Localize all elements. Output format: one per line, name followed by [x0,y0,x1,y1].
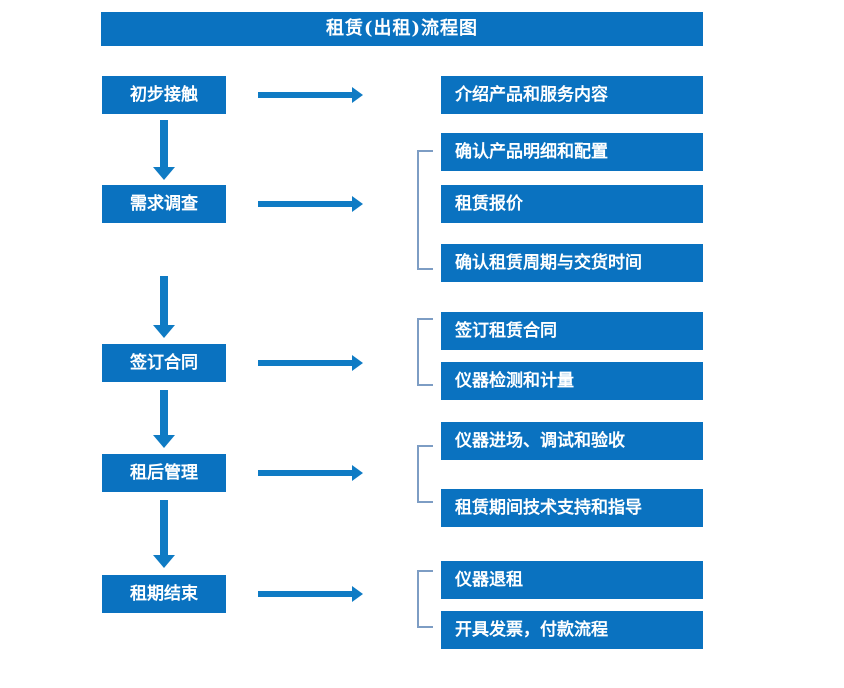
stage-box-initial-contact[interactable]: 初步接触 [102,76,226,114]
group-bracket-needs-survey [417,150,433,270]
arrow-shaft [160,500,168,555]
detail-box-rental-period-tech-support[interactable]: 租赁期间技术支持和指导 [441,489,703,527]
arrow-head [352,355,363,371]
right-arrow-icon-stage2 [258,194,363,214]
right-arrow-icon-stage4 [258,463,363,483]
down-arrow-icon-stage2-to-stage3 [153,276,175,338]
arrow-head [153,435,175,448]
stage-label: 初步接触 [130,84,198,105]
right-arrow-icon-stage5 [258,584,363,604]
detail-label: 介绍产品和服务内容 [455,84,608,105]
arrow-shaft [258,470,354,476]
down-arrow-icon-stage1-to-stage2 [153,120,175,180]
arrow-head [352,196,363,212]
detail-box-instrument-inspection-metering[interactable]: 仪器检测和计量 [441,362,703,400]
arrow-shaft [160,120,168,167]
detail-label: 确认租赁周期与交货时间 [455,252,642,273]
right-arrow-icon-stage1 [258,85,363,105]
stage-label: 签订合同 [130,352,198,373]
detail-box-instrument-return[interactable]: 仪器退租 [441,561,703,599]
arrow-shaft [258,92,354,98]
stage-label: 租后管理 [130,462,198,483]
detail-box-sign-rental-contract[interactable]: 签订租赁合同 [441,312,703,350]
detail-box-rental-quotation[interactable]: 租赁报价 [441,185,703,223]
group-bracket-post-rental-management [417,445,433,503]
diagram-title-bar: 租赁(出租)流程图 [101,12,703,46]
detail-box-instrument-entry-debug-acceptance[interactable]: 仪器进场、调试和验收 [441,422,703,460]
stage-label: 需求调查 [130,193,198,214]
detail-label: 签订租赁合同 [455,320,557,341]
stage-box-needs-survey[interactable]: 需求调查 [102,185,226,223]
detail-label: 仪器检测和计量 [455,370,574,391]
stage-box-sign-contract[interactable]: 签订合同 [102,344,226,382]
down-arrow-icon-stage3-to-stage4 [153,390,175,448]
detail-box-introduce-products-services[interactable]: 介绍产品和服务内容 [441,76,703,114]
detail-box-invoice-payment-process[interactable]: 开具发票，付款流程 [441,611,703,649]
page-title: 租赁(出租)流程图 [325,18,479,39]
stage-label: 租期结束 [130,583,198,604]
arrow-head [352,87,363,103]
group-bracket-sign-contract [417,318,433,386]
arrow-head [153,325,175,338]
arrow-shaft [160,390,168,435]
arrow-shaft [258,591,354,597]
detail-label: 开具发票，付款流程 [455,619,608,640]
detail-label: 确认产品明细和配置 [455,141,608,162]
stage-box-post-rental-management[interactable]: 租后管理 [102,454,226,492]
detail-box-confirm-product-spec-config[interactable]: 确认产品明细和配置 [441,133,703,171]
arrow-head [153,167,175,180]
arrow-head [352,586,363,602]
detail-label: 租赁期间技术支持和指导 [455,497,642,518]
detail-box-confirm-rental-period-delivery[interactable]: 确认租赁周期与交货时间 [441,244,703,282]
group-bracket-rental-end [417,570,433,628]
down-arrow-icon-stage4-to-stage5 [153,500,175,568]
detail-label: 租赁报价 [455,193,523,214]
detail-label: 仪器退租 [455,569,523,590]
arrow-head [153,555,175,568]
stage-box-rental-end[interactable]: 租期结束 [102,575,226,613]
arrow-shaft [258,360,354,366]
detail-label: 仪器进场、调试和验收 [455,430,625,451]
right-arrow-icon-stage3 [258,353,363,373]
arrow-head [352,465,363,481]
arrow-shaft [258,201,354,207]
arrow-shaft [160,276,168,325]
